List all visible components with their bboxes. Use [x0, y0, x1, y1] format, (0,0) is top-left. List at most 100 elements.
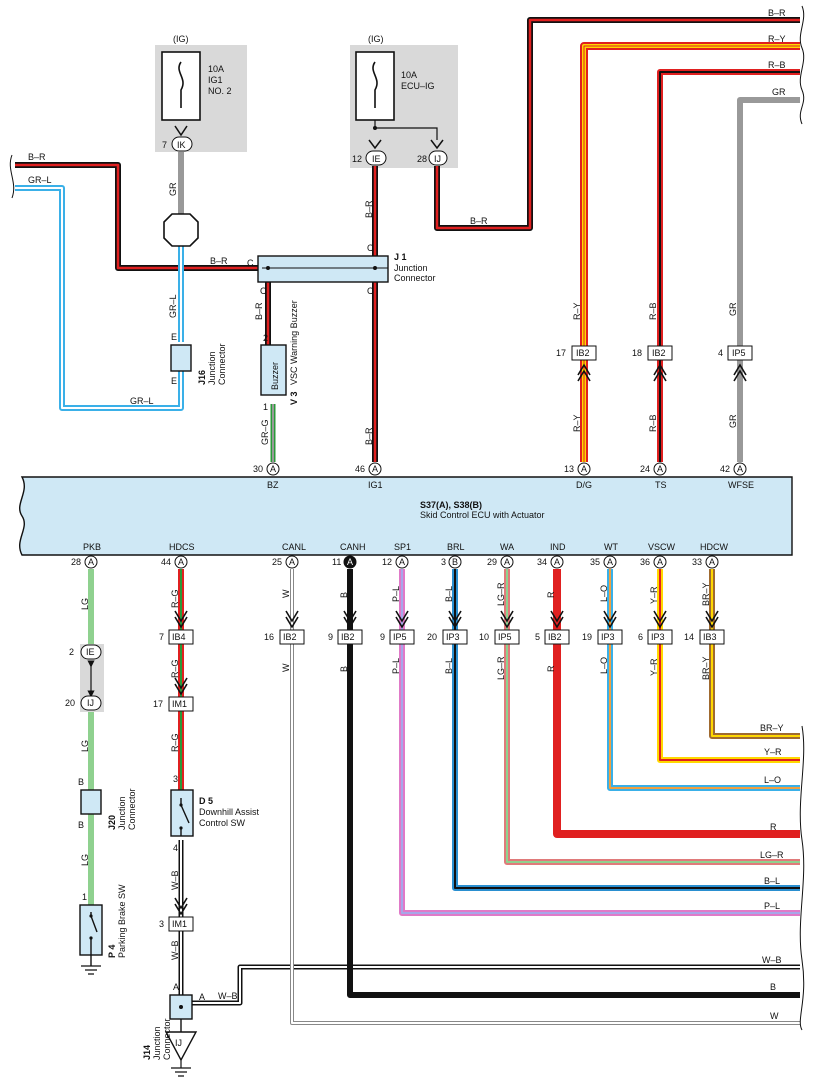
svg-text:P 4: P 4: [107, 945, 117, 958]
svg-text:20: 20: [65, 698, 75, 708]
svg-text:IM1: IM1: [172, 919, 187, 929]
svg-text:Connector: Connector: [217, 343, 227, 385]
svg-text:2: 2: [263, 333, 268, 343]
wire-label: W–B: [170, 940, 180, 960]
fuse-header: (IG): [173, 34, 189, 44]
svg-text:C: C: [260, 286, 267, 296]
svg-text:4: 4: [173, 843, 178, 853]
wire-label: B–L: [444, 586, 454, 602]
connector-code: IB2: [548, 632, 562, 642]
wire-label: L–O: [599, 585, 609, 602]
wire-label: LG–R: [496, 656, 506, 680]
svg-text:LG–R: LG–R: [760, 850, 784, 860]
pin-12: 12: [352, 154, 362, 164]
svg-text:29: 29: [487, 557, 497, 567]
connector-pin: 9: [380, 632, 385, 642]
svg-text:18: 18: [632, 348, 642, 358]
wire-label: GR: [168, 182, 178, 196]
connector-code: IP5: [393, 632, 407, 642]
wire-labels-vertical: GRGR–LB–RB–RB–RR–YR–YR–BR–BGRGRGR–GLGLGL…: [80, 182, 738, 960]
svg-text:4: 4: [718, 348, 723, 358]
fuse-ecu-ig: (IG) 10A ECU–IG IE 12 IJ 28: [350, 34, 458, 168]
wire-label: Y–R: [649, 586, 659, 604]
svg-text:B–L: B–L: [764, 876, 780, 886]
wire-labels-right: B–R R–Y R–B GR BR–Y Y–R L–O R LG–R B–L P…: [760, 8, 786, 1021]
svg-text:BR–Y: BR–Y: [760, 723, 784, 733]
svg-text:3: 3: [173, 774, 178, 784]
wire-label: LG–R: [496, 582, 506, 606]
j16-junction-connector: E E J16 Junction Connector: [170, 332, 227, 386]
connector-code: IP3: [651, 632, 665, 642]
svg-text:R–Y: R–Y: [768, 34, 786, 44]
svg-text:WFSE: WFSE: [728, 480, 754, 490]
wire-label: R–G: [170, 733, 180, 752]
wire-label: B–R: [364, 200, 374, 218]
svg-text:3: 3: [159, 919, 164, 929]
svg-text:WA: WA: [500, 542, 514, 552]
svg-text:A: A: [173, 982, 179, 992]
fuse-amp: 10A: [208, 64, 224, 74]
skid-control-ecu: S37(A), S38(B) Skid Control ECU with Act…: [19, 476, 793, 556]
fuse-icon: [372, 61, 378, 108]
svg-text:CANL: CANL: [282, 542, 306, 552]
svg-text:46: 46: [355, 464, 365, 474]
svg-text:Junction: Junction: [152, 1026, 162, 1060]
svg-text:Y–R: Y–R: [764, 747, 782, 757]
svg-text:Junction: Junction: [117, 796, 127, 830]
wire-label: R–B: [648, 414, 658, 432]
d5-downhill-assist-switch: 3 4 D 5 Downhill Assist Control SW: [170, 774, 260, 853]
svg-text:A: A: [178, 557, 184, 567]
svg-text:42: 42: [720, 464, 730, 474]
connector-code: IP5: [498, 632, 512, 642]
svg-text:B–R: B–R: [470, 216, 488, 226]
svg-text:A: A: [289, 557, 295, 567]
svg-text:P–L: P–L: [764, 901, 780, 911]
connector-pin: 9: [328, 632, 333, 642]
svg-text:E: E: [171, 332, 177, 342]
wire-label: LG: [80, 598, 90, 610]
j1-code: J 1: [394, 252, 407, 262]
connector-code: IP3: [446, 632, 460, 642]
wire-label: B: [339, 666, 349, 672]
svg-text:SP1: SP1: [394, 542, 411, 552]
svg-text:A: A: [607, 557, 613, 567]
svg-text:VSC Warning Buzzer: VSC Warning Buzzer: [289, 300, 299, 385]
wire-label: GR: [728, 414, 738, 428]
connector-ik: IK: [177, 140, 186, 150]
svg-text:IB2: IB2: [652, 348, 666, 358]
svg-text:Connector: Connector: [127, 788, 137, 830]
svg-text:TS: TS: [655, 480, 667, 490]
ground-icon: [171, 1060, 191, 1077]
svg-text:A: A: [709, 557, 715, 567]
svg-text:28: 28: [71, 557, 81, 567]
wire-label: LG: [80, 740, 90, 752]
wire-label: GR–L: [168, 294, 178, 318]
wire-label: BR–Y: [701, 582, 711, 606]
j20-junction-connector: B B J20 Junction Connector: [78, 777, 137, 830]
j1-junction-connector: C C C C J 1 Junction Connector: [247, 243, 436, 296]
svg-text:IE: IE: [86, 647, 95, 657]
wire-label: B: [339, 592, 349, 598]
svg-text:B: B: [770, 982, 776, 992]
break-line: [9, 154, 15, 199]
wire-label: B–L: [444, 658, 454, 674]
svg-text:W: W: [770, 1011, 779, 1021]
svg-text:HDCS: HDCS: [169, 542, 195, 552]
svg-text:A: A: [399, 557, 405, 567]
svg-text:B: B: [78, 777, 84, 787]
svg-text:24: 24: [640, 464, 650, 474]
svg-text:GR–L: GR–L: [28, 175, 52, 185]
svg-text:C: C: [367, 243, 374, 253]
svg-text:W–B: W–B: [218, 991, 238, 1001]
wire-label: R–Y: [572, 302, 582, 320]
ground-icon: [81, 965, 101, 975]
fuse-ig1-no2: (IG) 10A IG1 NO. 2 IK 7: [155, 34, 247, 152]
svg-text:J16: J16: [197, 370, 207, 385]
vsc-warning-buzzer: Buzzer 2 1 V 3 VSC Warning Buzzer: [260, 300, 299, 412]
svg-text:A: A: [504, 557, 510, 567]
